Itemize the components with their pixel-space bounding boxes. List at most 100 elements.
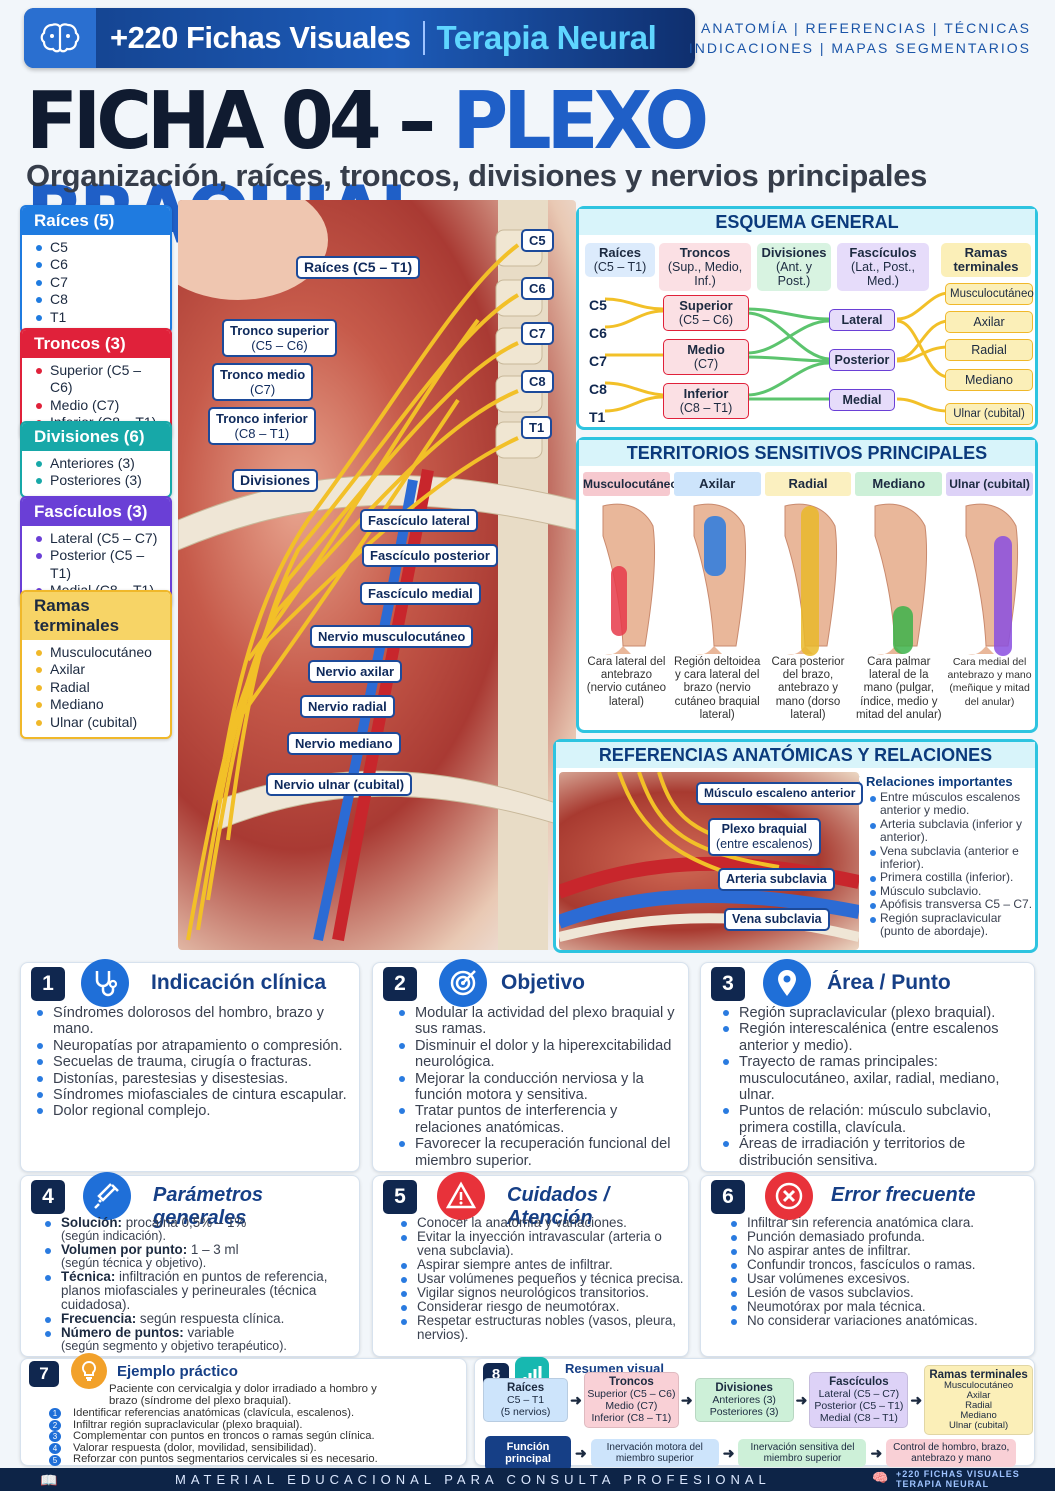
title-part1: FICHA 04 – bbox=[26, 73, 453, 167]
list-item: Infiltrar sin referencia anatómica clara… bbox=[727, 1216, 1031, 1230]
label-upper-trunk-roots: (C5 – C6) bbox=[251, 338, 308, 353]
arm-illustration bbox=[674, 496, 761, 656]
list-item: Anteriores (3) bbox=[36, 455, 162, 472]
arm-illustration bbox=[946, 496, 1033, 656]
territory-name: Musculocutáneo bbox=[583, 472, 678, 496]
label-radial: Nervio radial bbox=[300, 695, 395, 718]
arrow-icon: ➜ bbox=[680, 1391, 693, 1408]
param-note: (según indicación). bbox=[61, 1229, 166, 1243]
list-item: Usar volúmenes excesivos. bbox=[727, 1272, 1031, 1286]
arrow-icon: ➜ bbox=[575, 1444, 587, 1461]
summary-box-line: Lateral (C5 – C7) bbox=[818, 1388, 900, 1401]
list-item: Neuropatías por atrapamiento o compresió… bbox=[33, 1038, 353, 1054]
param-item: Técnica: infiltración en puntos de refer… bbox=[41, 1270, 357, 1312]
label-musculocutaneous: Nervio musculocutáneo bbox=[310, 625, 474, 648]
territory-highlight bbox=[703, 516, 726, 576]
param-item: Frecuencia: según respuesta clínica. bbox=[41, 1312, 357, 1326]
territory-name: Radial bbox=[764, 472, 852, 496]
schema-trunk-roots: (C7) bbox=[693, 357, 719, 371]
summary-box-title: Divisiones bbox=[715, 1381, 773, 1394]
summary-box-line: (5 nervios) bbox=[500, 1406, 551, 1419]
footer-brain-icon: 🧠 bbox=[872, 1470, 889, 1485]
location-pin-icon bbox=[763, 959, 811, 1007]
param-item: Volumen por punto: 1 – 3 ml(según técnic… bbox=[41, 1243, 357, 1270]
arm-illustration bbox=[855, 496, 942, 656]
schema-head-title: Fascículos bbox=[849, 245, 917, 260]
lightbulb-icon bbox=[71, 1353, 107, 1389]
territory-description: Cara posterior del brazo, antebrazo y ma… bbox=[771, 656, 845, 721]
page-subtitle: Organización, raíces, troncos, divisione… bbox=[26, 158, 928, 193]
header-badge: +220 Fichas Visuales bbox=[110, 20, 411, 55]
brain-icon bbox=[24, 8, 96, 68]
card-number: 3 bbox=[711, 967, 745, 1001]
card-common-error: 6 Error frecuente Infiltrar sin referenc… bbox=[700, 1172, 1035, 1357]
branches-box: Ramas terminales Musculocutáneo Axilar R… bbox=[20, 590, 172, 740]
header-banner: +220 Fichas Visuales Terapia Neural bbox=[24, 8, 695, 68]
roots-box: Raíces (5) C5 C6 C7 C8 T1 bbox=[20, 205, 172, 335]
card-objective: 2 Objetivo Modular la actividad del plex… bbox=[372, 959, 689, 1172]
card-title: Cuidados / Atención bbox=[507, 1184, 610, 1229]
card-list: Solución: procaína 0,5% – 1%(según indic… bbox=[41, 1216, 357, 1353]
schema-root: T1 bbox=[589, 409, 606, 425]
arrow-icon: ➜ bbox=[570, 1391, 582, 1408]
arrow-icon: ➜ bbox=[910, 1391, 923, 1408]
top-nav-line1: ANATOMÍA | REFERENCIAS | TÉCNICAS bbox=[701, 20, 1031, 36]
param-item: Número de puntos: variable(según segment… bbox=[41, 1326, 357, 1353]
label-t1: T1 bbox=[521, 416, 553, 439]
step-text: Valorar respuesta (dolor, movilidad, sen… bbox=[73, 1441, 317, 1454]
list-item: Neumotórax por mala técnica. bbox=[727, 1300, 1031, 1314]
list-item: Evitar la inyección intravascular (arter… bbox=[397, 1230, 687, 1258]
territory-description: Región deltoidea y cara lateral del braz… bbox=[674, 656, 761, 721]
list-item: Ulnar (cubital) bbox=[36, 714, 162, 731]
list-item: No considerar variaciones anatómicas. bbox=[727, 1314, 1031, 1328]
warning-icon bbox=[437, 1172, 485, 1220]
cross-icon bbox=[765, 1172, 813, 1220]
schema-cord-medial: Medial bbox=[829, 389, 895, 411]
relations-items: Entre músculos escalenos anterior y medi… bbox=[866, 790, 1036, 939]
arm-illustration bbox=[583, 496, 670, 656]
schema-root: C8 bbox=[589, 381, 607, 397]
card-title: Error frecuente bbox=[831, 1184, 976, 1206]
list-item: Primera costilla (inferior). bbox=[866, 871, 1036, 884]
list-item: Posteriores (3) bbox=[36, 472, 162, 489]
relations-list: Relaciones importantes Entre músculos es… bbox=[866, 774, 1036, 938]
function-label: Función principal bbox=[485, 1435, 571, 1471]
schema-head-divisions: Divisiones(Ant. y Post.) bbox=[757, 243, 831, 291]
list-item: Región supraclavicular (punto de abordaj… bbox=[866, 911, 1036, 939]
cords-box-title: Fascículos (3) bbox=[22, 498, 170, 526]
summary-box-line: Axilar bbox=[966, 1390, 991, 1402]
list-item: Áreas de irradiación y territorios de di… bbox=[719, 1136, 1031, 1169]
card-area-point: 3 Área / Punto Región supraclavicular (p… bbox=[700, 959, 1035, 1172]
list-item: Apófisis transversa C5 – C7. bbox=[866, 897, 1036, 911]
param-value: procaína 0,5% – 1% bbox=[122, 1215, 247, 1230]
target-icon bbox=[439, 959, 487, 1007]
step-number: 1 bbox=[49, 1408, 61, 1420]
syringe-icon bbox=[83, 1172, 131, 1220]
list-item: Región supraclavicular (plexo braquial). bbox=[719, 1005, 1031, 1021]
list-item: T1 bbox=[36, 309, 162, 326]
list-item: C7 bbox=[36, 274, 162, 291]
schema-cord-posterior: Posterior bbox=[829, 349, 895, 371]
anatomical-references-panel: REFERENCIAS ANATÓMICAS Y RELACIONES IMPO… bbox=[553, 739, 1038, 953]
list-item: Respetar estructuras nobles (vasos, pleu… bbox=[397, 1314, 687, 1342]
list-item: Músculo subclavio. bbox=[866, 884, 1036, 898]
label-c8: C8 bbox=[521, 370, 554, 393]
param-note: (según técnica y objetivo). bbox=[61, 1256, 207, 1270]
summary-box-line: Medial (C8 – T1) bbox=[819, 1412, 898, 1425]
card-number: 5 bbox=[383, 1180, 417, 1214]
territory-description: Cara lateral del antebrazo (nervio cután… bbox=[586, 656, 667, 708]
label-lower-trunk-name: Tronco inferior bbox=[216, 411, 308, 426]
list-item: Favorecer la recuperación funcional del … bbox=[395, 1136, 685, 1169]
trunks-box-title: Troncos (3) bbox=[22, 330, 170, 358]
card-number: 2 bbox=[383, 967, 417, 1001]
label-ulnar: Nervio ulnar (cubital) bbox=[266, 773, 413, 796]
schema-cord-lateral: Lateral bbox=[829, 309, 895, 331]
summary-box-title: Raíces bbox=[507, 1381, 545, 1394]
roots-box-title: Raíces (5) bbox=[22, 207, 170, 235]
list-item: Axilar bbox=[36, 661, 162, 678]
divisions-box: Divisiones (6) Anteriores (3) Posteriore… bbox=[20, 421, 172, 498]
